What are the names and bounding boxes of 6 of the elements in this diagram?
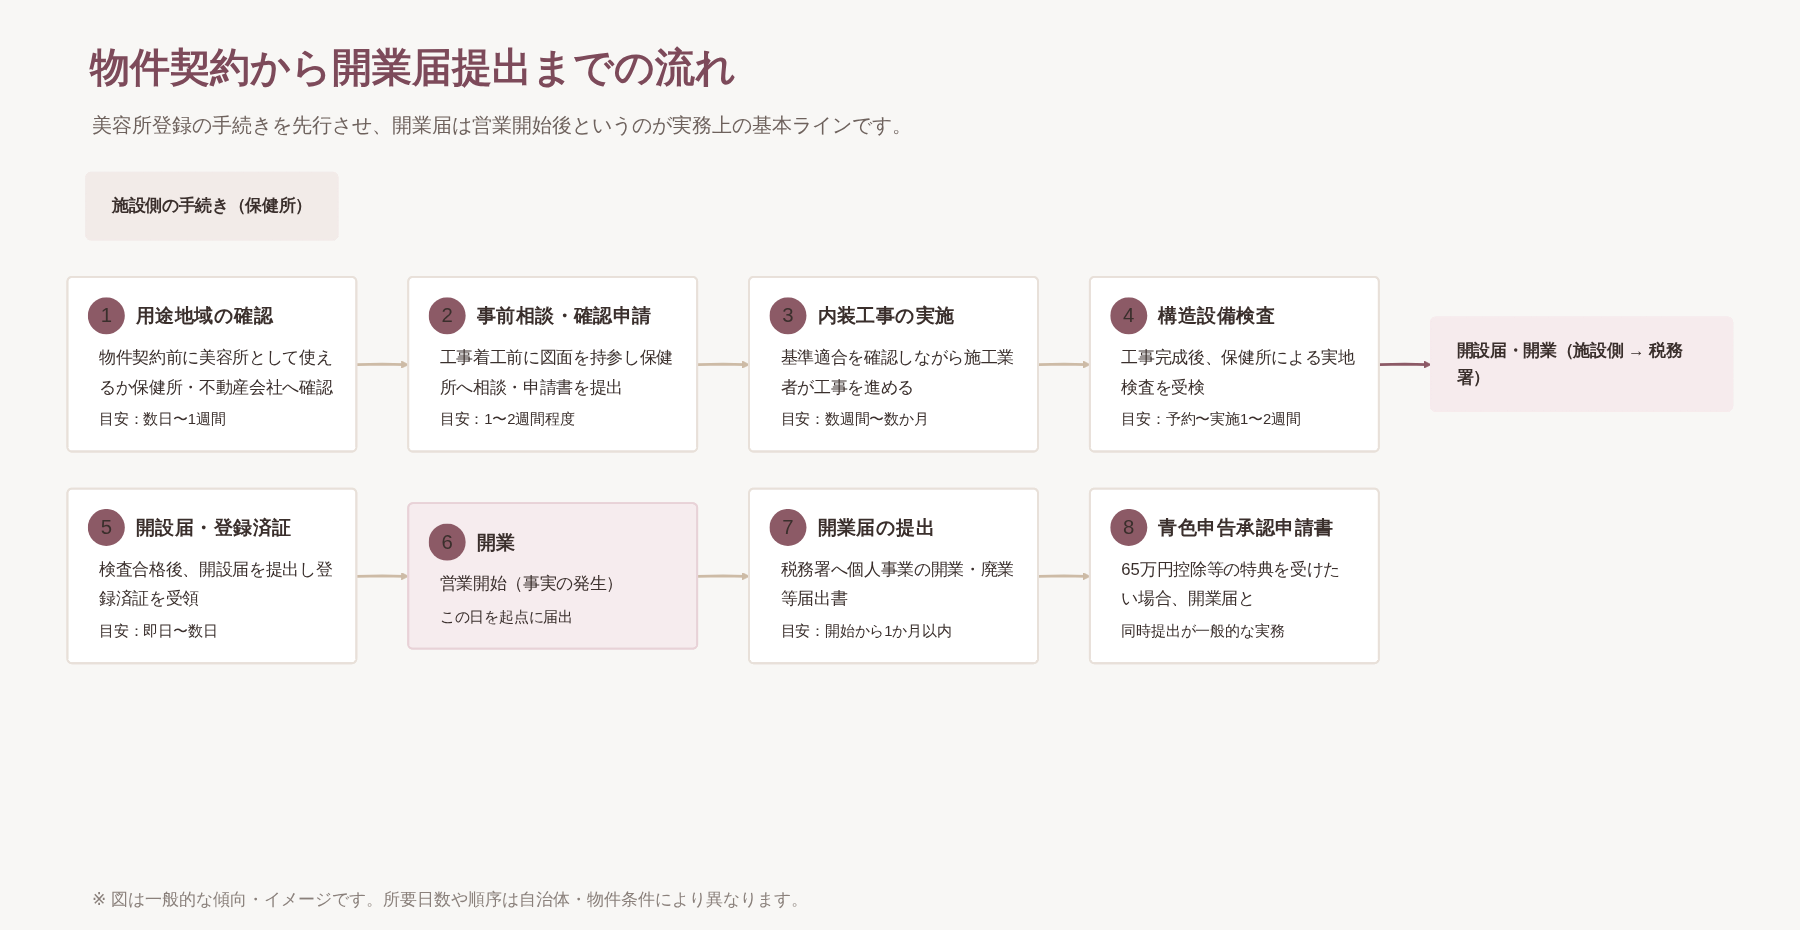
arrow: [697, 360, 750, 369]
arrow: [697, 572, 750, 581]
title: 物件契約から開業届提出までの流れ: [90, 44, 736, 92]
subtitle: 美容所登録の手続きを先行させ、開業届は営業開始後というのが実務上の基本ラインです。: [92, 113, 912, 138]
footnote: ※ 図は一般的な傾向・イメージです。所要日数や順序は自治体・物件条件により異なります。: [92, 889, 808, 911]
arrow: [1379, 360, 1432, 369]
